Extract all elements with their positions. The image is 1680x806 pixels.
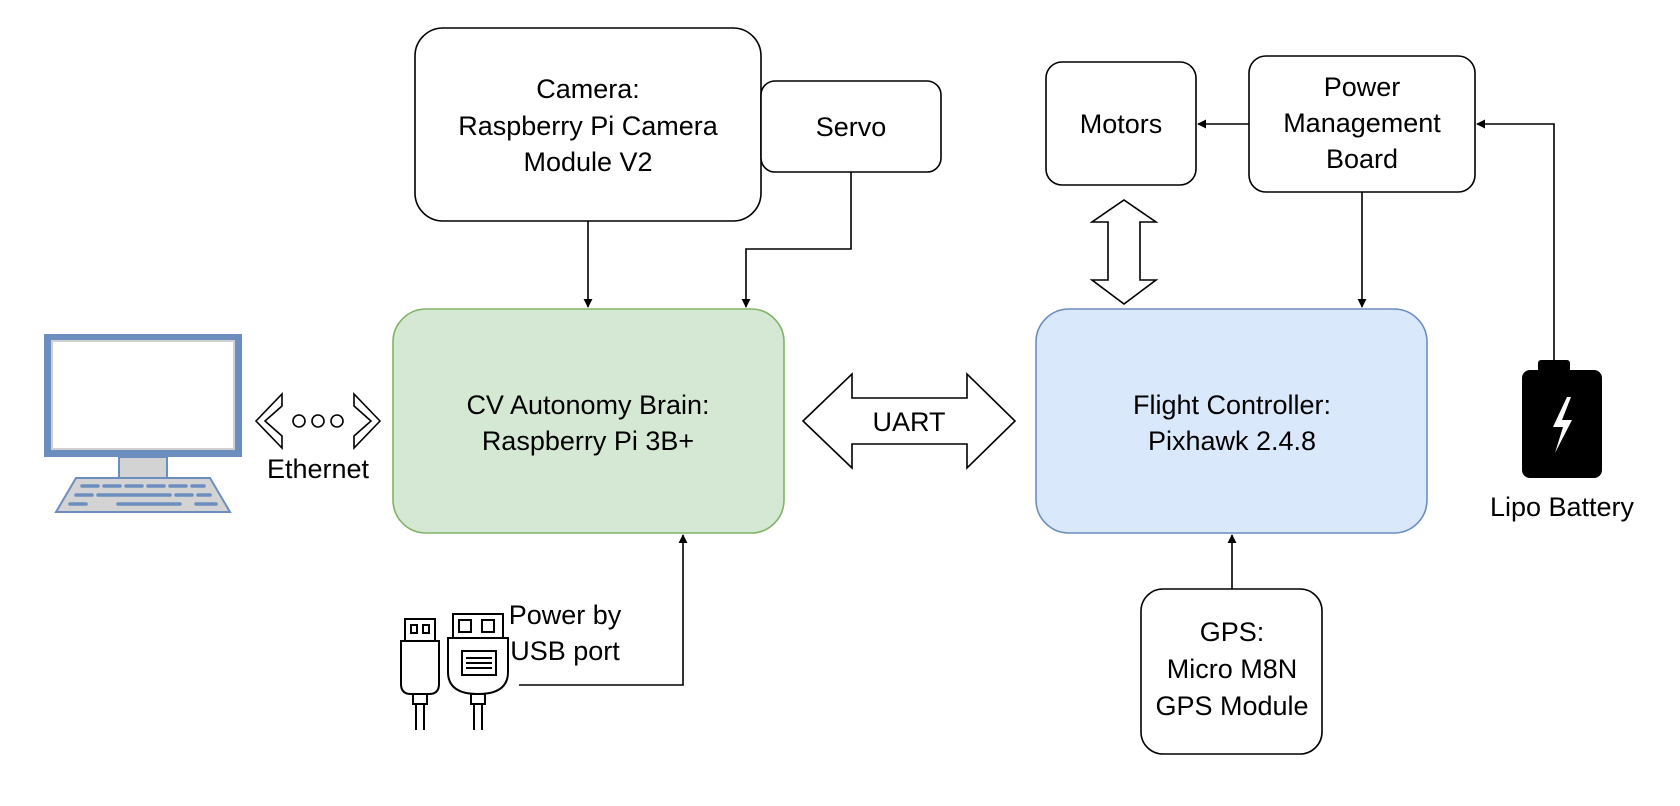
- usb-b-grip: [461, 650, 497, 676]
- flight-controller-label-line-2: Pixhawk 2.4.8: [1148, 426, 1316, 456]
- usb-a-plug-head: [404, 618, 436, 642]
- battery-terminal: [1538, 360, 1570, 372]
- usb-b-plug-head: [452, 613, 504, 639]
- usb-b-contact: [458, 619, 472, 633]
- usb-a-contact: [422, 624, 430, 634]
- monitor-screen: [51, 340, 235, 450]
- power-board-label-line-1: Power: [1324, 72, 1401, 102]
- battery-charging-icon: [1522, 360, 1602, 478]
- ethernet-right-chevron: [353, 392, 382, 450]
- servo-to-brain-arrow: [741, 172, 852, 308]
- usb-power-label-line-2: USB port: [510, 636, 620, 666]
- usb-power-label-line-1: Power by: [509, 600, 622, 630]
- uart-label: UART: [872, 407, 945, 437]
- power-board-node: Power Management Board: [1248, 55, 1476, 193]
- gps-node: GPS: Micro M8N GPS Module: [1140, 588, 1323, 755]
- flight-controller-label-line-1: Flight Controller:: [1133, 390, 1331, 420]
- network-link-icon: [254, 392, 382, 450]
- flight-controller-box: [1035, 308, 1428, 534]
- camera-label-line-2: Raspberry Pi Camera: [458, 111, 719, 141]
- usb-cable-icon: [400, 613, 509, 730]
- uart-bidirectional-arrow: [801, 372, 1017, 470]
- ethernet-dot: [330, 414, 344, 428]
- camera-label-line-1: Camera:: [536, 74, 640, 104]
- usb-a-contact: [410, 624, 418, 634]
- flight-controller-node: Flight Controller: Pixhawk 2.4.8: [1035, 308, 1428, 534]
- brain-box: [392, 308, 785, 534]
- usb-b-contact: [481, 619, 495, 633]
- battery-to-power-board-arrow: [1476, 119, 1555, 360]
- ethernet-dot: [311, 414, 325, 428]
- usb-b-body: [447, 637, 509, 696]
- battery-label: Lipo Battery: [1490, 492, 1635, 522]
- usb-power-to-brain-arrow: [519, 534, 688, 686]
- desktop-computer-icon: [44, 334, 242, 513]
- motors-box: [1045, 61, 1197, 186]
- brain-label-line-1: CV Autonomy Brain:: [466, 390, 709, 420]
- ethernet-dot: [292, 414, 306, 428]
- camera-label-line-3: Module V2: [523, 147, 652, 177]
- power-board-label-line-2: Management: [1283, 108, 1441, 138]
- gps-label-line-1: GPS:: [1200, 617, 1265, 647]
- ethernet-label: Ethernet: [267, 454, 370, 484]
- uart-link: UART: [801, 372, 1017, 470]
- lightning-bolt-icon: [1553, 397, 1572, 453]
- camera-node: Camera: Raspberry Pi Camera Module V2: [414, 27, 762, 222]
- usb-b-strain-relief: [470, 693, 486, 705]
- gps-label-line-2: Micro M8N: [1167, 654, 1298, 684]
- usb-a-strain-relief: [412, 693, 428, 705]
- keyboard-keys: [68, 484, 218, 506]
- motors-fc-bidirectional-arrow: [1089, 199, 1159, 305]
- monitor-stand: [118, 456, 168, 479]
- servo-label: Servo: [816, 112, 887, 142]
- gps-label-line-3: GPS Module: [1155, 691, 1308, 721]
- power-board-label-line-3: Board: [1326, 144, 1398, 174]
- servo-node: Servo: [760, 80, 942, 173]
- usb-a-body: [400, 640, 440, 695]
- motors-label: Motors: [1080, 109, 1163, 139]
- ethernet-left-chevron: [254, 392, 283, 450]
- motors-node: Motors: [1045, 61, 1197, 186]
- brain-label-line-2: Raspberry Pi 3B+: [482, 426, 694, 456]
- brain-node: CV Autonomy Brain: Raspberry Pi 3B+: [392, 308, 785, 534]
